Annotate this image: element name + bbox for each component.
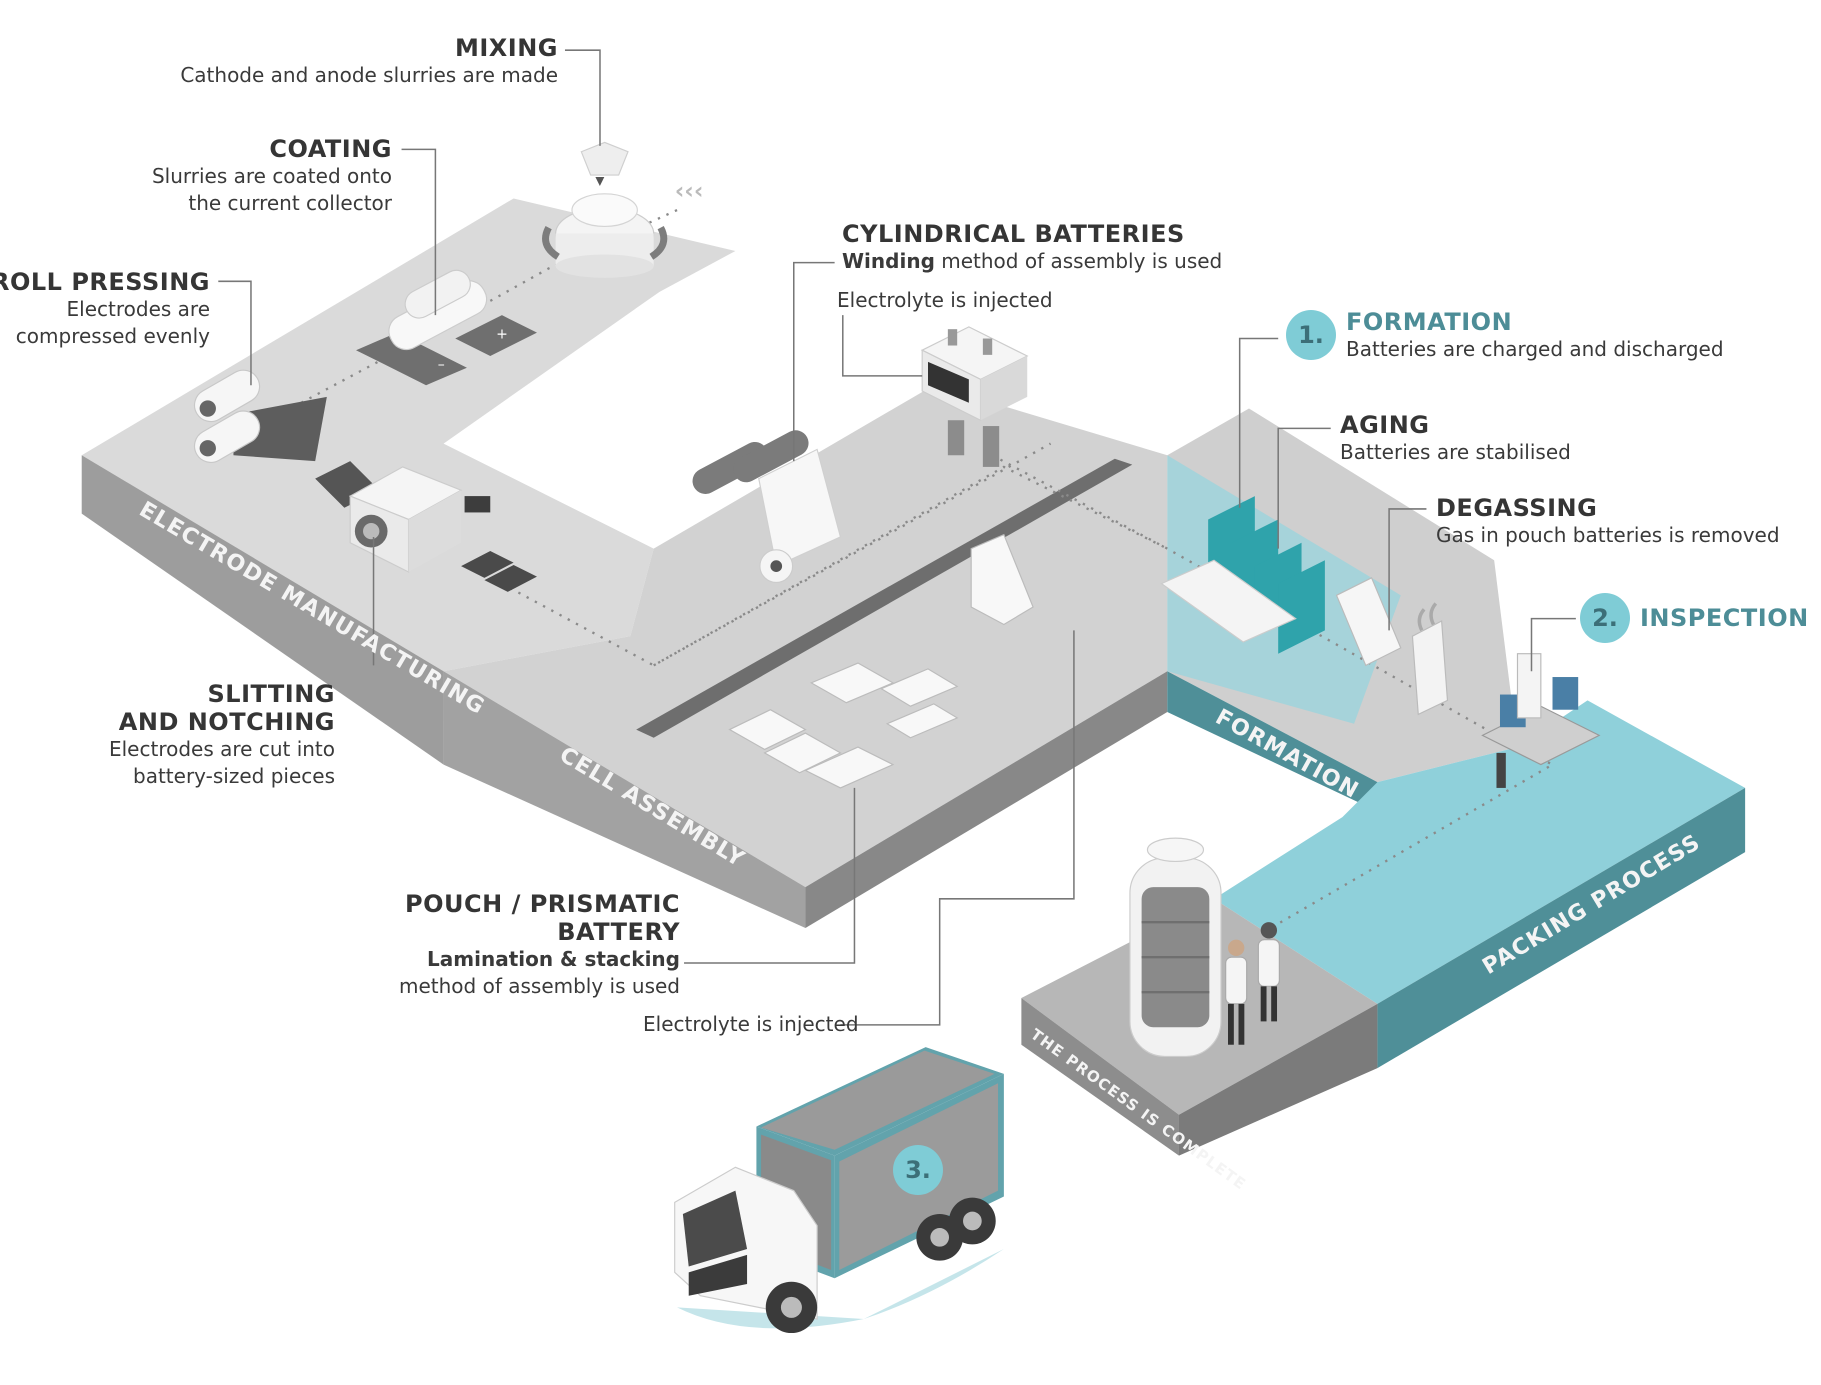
step-cylindrical: CYLINDRICAL BATTERIES Winding method of …: [842, 220, 1222, 275]
roll-pressing-desc-2: compressed evenly: [15, 324, 210, 348]
step-slitting: SLITTING AND NOTCHING Electrodes are cut…: [109, 680, 335, 790]
roll-pressing-title: ROLL PRESSING: [0, 268, 210, 296]
inspection-badge: 2.: [1580, 593, 1630, 643]
aging-desc: Batteries are stabilised: [1340, 440, 1571, 464]
step-coating: COATING Slurries are coated onto the cur…: [152, 135, 392, 217]
step-pouch: POUCH / PRISMATIC BATTERY Lamination & s…: [399, 890, 680, 1000]
coating-desc-1: Slurries are coated onto: [151, 164, 392, 188]
pouch-desc-bold: Lamination & stacking: [427, 947, 680, 971]
formation-badge: 1.: [1286, 310, 1336, 360]
cylindrical-desc: Winding method of assembly is used: [842, 248, 1222, 275]
slitting-machine: [315, 461, 537, 592]
step-roll-pressing: ROLL PRESSING Electrodes are compressed …: [0, 268, 210, 350]
slitting-desc-2: battery-sized pieces: [133, 764, 335, 788]
scientists: [1225, 922, 1280, 1045]
shipping-badge: 3.: [893, 1145, 943, 1195]
delivery-truck: [674, 1047, 1004, 1334]
degassing-title: DEGASSING: [1436, 494, 1598, 522]
mixing-desc: Cathode and anode slurries are made: [180, 63, 558, 87]
pouch-electrolyte: Electrolyte is injected: [643, 1012, 859, 1036]
step-formation: FORMATION Batteries are charged and disc…: [1346, 308, 1724, 363]
degassing-machine: [1335, 577, 1449, 716]
coating-desc-2: the current collector: [188, 191, 392, 215]
platform-electrode-manufacturing: [81, 198, 736, 765]
formation-racks: [1160, 496, 1325, 654]
leader-lines: [218, 49, 1576, 1026]
svg-text:+: +: [496, 327, 508, 343]
cylindrical-desc-rest: method of assembly is used: [934, 249, 1223, 273]
winding-machine: [692, 430, 842, 584]
mixing-title: MIXING: [454, 34, 558, 62]
down-chevrons-icon: ▼: [595, 173, 604, 187]
mixer-machine: ▼ ‹‹‹: [542, 141, 704, 278]
roll-pressing-desc-1: Electrodes are: [66, 297, 210, 321]
roll-press-machine: [193, 369, 327, 463]
finished-battery: [1129, 837, 1222, 1057]
pouch-title-1: POUCH / PRISMATIC: [405, 890, 680, 918]
formation-title: FORMATION: [1346, 308, 1513, 336]
step-degassing: DEGASSING Gas in pouch batteries is remo…: [1436, 494, 1780, 549]
slitting-title-1: SLITTING: [207, 680, 335, 708]
aging-title: AGING: [1340, 411, 1430, 439]
cylindrical-desc-bold: Winding: [842, 249, 935, 273]
coating-title: COATING: [269, 135, 392, 163]
slitting-title-2: AND NOTCHING: [118, 708, 335, 736]
inspection-station: [1481, 653, 1601, 788]
platform-packing: [1213, 700, 1746, 1069]
degassing-desc: Gas in pouch batteries is removed: [1436, 523, 1780, 547]
slitting-desc-1: Electrodes are cut into: [108, 737, 335, 761]
formation-desc: Batteries are charged and discharged: [1346, 337, 1724, 361]
pouch-cells: [728, 533, 1034, 789]
svg-text:–: –: [438, 357, 445, 373]
cylindrical-title: CYLINDRICAL BATTERIES: [842, 220, 1185, 248]
step-mixing: MIXING Cathode and anode slurries are ma…: [180, 34, 558, 89]
inspection-title: INSPECTION: [1640, 604, 1809, 632]
electrolyte-injector-machine: [920, 326, 1029, 467]
coating-machine: + –: [356, 269, 537, 386]
direction-chevrons-icon: ‹‹‹: [675, 176, 704, 204]
cylindrical-electrolyte: Electrolyte is injected: [837, 288, 1053, 312]
rotate-arrow-icon: [542, 225, 560, 260]
platform-cell-assembly: [443, 385, 1168, 929]
pouch-title-2: BATTERY: [557, 918, 680, 946]
step-aging: AGING Batteries are stabilised: [1340, 411, 1571, 466]
pouch-desc-rest: method of assembly is used: [399, 974, 680, 998]
flow-path: [267, 209, 1555, 935]
